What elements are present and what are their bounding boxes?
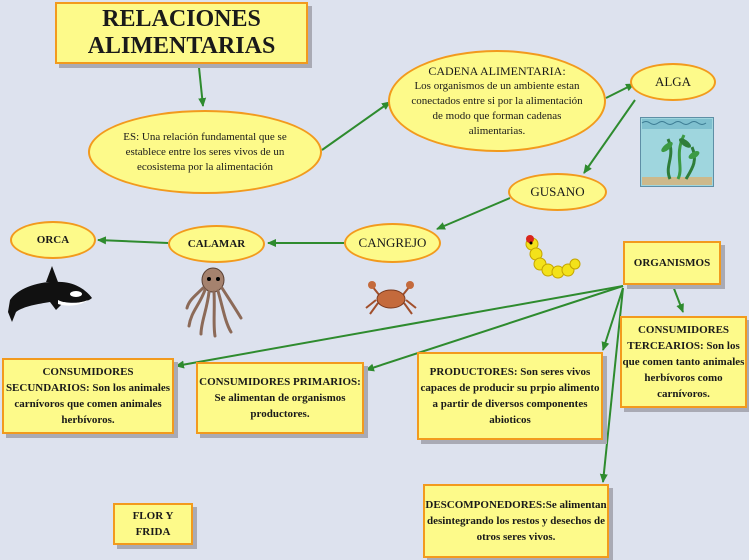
alga-image bbox=[640, 117, 714, 187]
node-productores: PRODUCTORES: Son seres vivos capaces de … bbox=[417, 352, 603, 440]
node-gusano-label: GUSANO bbox=[530, 184, 585, 199]
arrow-calamar-to-orca bbox=[97, 236, 169, 245]
cangrejo-image bbox=[365, 281, 417, 315]
node-consumidores-secundarios: CONSUMIDORES SECUNDARIOS: Son los animal… bbox=[2, 358, 174, 434]
arrow-alga-to-gusano bbox=[583, 99, 636, 174]
productores-text: PRODUCTORES: Son seres vivos capaces de … bbox=[420, 366, 600, 426]
node-descomponedores: DESCOMPONEDORES:Se alimentan desintegran… bbox=[423, 484, 609, 558]
arrow-cadena-to-alga bbox=[605, 83, 635, 99]
gusano-image bbox=[525, 235, 581, 279]
arrow-gusano-to-cangrejo bbox=[436, 197, 511, 230]
definition-text: ES: Una relación fundamental que se esta… bbox=[123, 130, 287, 173]
arrow-organismos-to-descomponedores bbox=[599, 287, 624, 483]
title-line-2: ALIMENTARIAS bbox=[87, 33, 276, 59]
terciarios-text: CONSUMIDORES TERCEARIOS: Son los que com… bbox=[622, 324, 745, 400]
node-calamar-label: CALAMAR bbox=[187, 238, 246, 250]
node-alga-label: ALGA bbox=[654, 74, 692, 89]
node-consumidores-terciarios: CONSUMIDORES TERCEARIOS: Son los que com… bbox=[620, 316, 747, 408]
orca-image bbox=[8, 266, 92, 322]
node-alga: ALGA bbox=[630, 63, 716, 101]
descomponedores-text: DESCOMPONEDORES:Se alimentan desintegran… bbox=[425, 499, 607, 543]
node-calamar: CALAMAR bbox=[168, 225, 265, 263]
arrow-es-to-cadena bbox=[321, 101, 391, 151]
arrow-organismos-to-terciarios bbox=[672, 285, 684, 313]
node-orca: ORCA bbox=[10, 221, 96, 259]
node-cangrejo-label: CANGREJO bbox=[358, 235, 427, 250]
node-organismos-label: ORGANISMOS bbox=[633, 257, 711, 269]
secundarios-text: CONSUMIDORES SECUNDARIOS: Son los animal… bbox=[5, 366, 171, 426]
title-line-1: RELACIONES bbox=[102, 6, 261, 32]
node-consumidores-primarios: CONSUMIDORES PRIMARIOS: Se alimentan de … bbox=[196, 362, 364, 434]
arrow-organismos-to-primarios bbox=[365, 285, 624, 372]
food-chain-bubble: CADENA ALIMENTARIA: Los organismos de un… bbox=[388, 50, 606, 152]
arrow-title-to-es bbox=[197, 57, 207, 107]
page-title: RELACIONES ALIMENTARIAS bbox=[55, 2, 308, 64]
authors-box: FLOR Y FRIDA bbox=[113, 503, 193, 545]
arrow-organismos-to-productores bbox=[601, 287, 624, 351]
arrow-organismos-to-secundarios bbox=[175, 285, 624, 369]
primarios-text: CONSUMIDORES PRIMARIOS: Se alimentan de … bbox=[199, 376, 361, 420]
food-chain-text: Los organismos de un ambiente estan cone… bbox=[411, 79, 583, 137]
definition-bubble: ES: Una relación fundamental que se esta… bbox=[88, 110, 322, 194]
food-chain-title: CADENA ALIMENTARIA: bbox=[428, 63, 566, 78]
authors-text: FLOR Y FRIDA bbox=[132, 510, 174, 538]
node-cangrejo: CANGREJO bbox=[344, 223, 441, 263]
node-gusano: GUSANO bbox=[508, 173, 607, 211]
node-organismos: ORGANISMOS bbox=[623, 241, 721, 285]
node-orca-label: ORCA bbox=[36, 234, 70, 246]
calamar-image bbox=[185, 267, 243, 338]
